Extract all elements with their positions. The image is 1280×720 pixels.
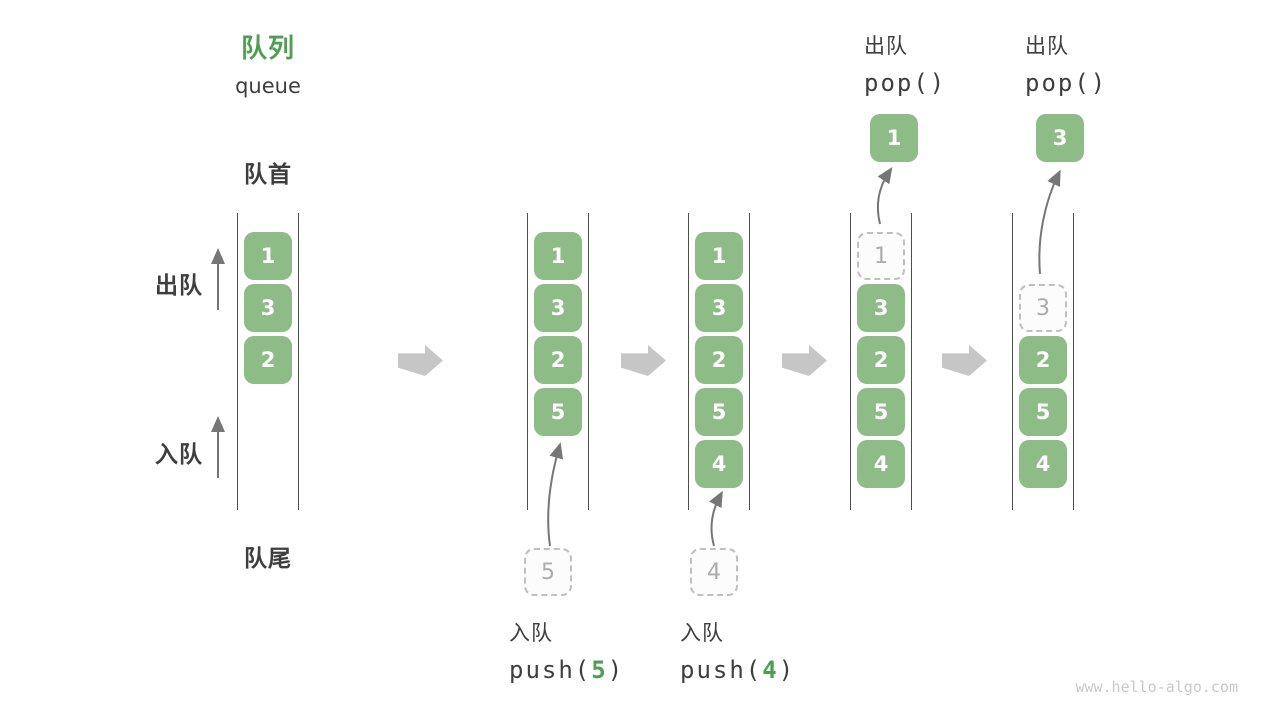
queue-cell: 5: [857, 388, 905, 436]
queue-container-1: [237, 213, 299, 510]
queue-container-3: [688, 213, 750, 510]
queue-cell: 2: [1019, 336, 1067, 384]
queue-cell: 5: [1019, 388, 1067, 436]
queue-cell: 2: [244, 336, 292, 384]
popped-slot-1: 1: [857, 232, 905, 280]
transition-arrow-4: [942, 345, 987, 376]
op-enqueue-4: 入队 push(4): [680, 617, 795, 684]
queue-cell: 1: [534, 232, 582, 280]
title-en: queue: [235, 74, 301, 98]
queue-cell: 3: [857, 284, 905, 332]
queue-cell: 2: [534, 336, 582, 384]
label-dequeue-side: 出队: [155, 273, 203, 299]
queue-cell: 4: [1019, 440, 1067, 488]
queue-cell: 4: [695, 440, 743, 488]
op-enqueue-5-label: 入队: [509, 621, 553, 645]
op-dequeue-3: 出队 pop(): [1025, 30, 1107, 97]
popped-value-3: 3: [1036, 114, 1084, 162]
code-fn: push(: [680, 656, 763, 684]
op-enqueue-5: 入队 push(5): [509, 617, 624, 684]
queue-cell: 4: [857, 440, 905, 488]
popped-slot-3: 3: [1019, 284, 1067, 332]
op-enqueue-5-code: push(5): [509, 656, 624, 684]
label-queue-front: 队首: [244, 162, 292, 188]
watermark: www.hello-algo.com: [1075, 678, 1238, 696]
queue-cell: 2: [695, 336, 743, 384]
op-dequeue-1: 出队 pop(): [864, 30, 946, 97]
op-dequeue-1-label: 出队: [864, 34, 908, 58]
queue-cell: 1: [695, 232, 743, 280]
code-arg: 5: [591, 656, 608, 684]
queue-container-4: [850, 213, 912, 510]
op-dequeue-3-code: pop(): [1025, 69, 1108, 97]
queue-cell: 5: [695, 388, 743, 436]
queue-cell: 3: [534, 284, 582, 332]
op-enqueue-4-label: 入队: [680, 621, 724, 645]
code-fn: push(: [509, 656, 592, 684]
queue-cell: 3: [695, 284, 743, 332]
transition-arrow-2: [621, 345, 666, 376]
queue-cell: 3: [244, 284, 292, 332]
code-arg: 4: [762, 656, 779, 684]
label-queue-rear: 队尾: [244, 546, 292, 572]
label-enqueue-side: 入队: [155, 442, 203, 468]
queue-cell: 5: [534, 388, 582, 436]
incoming-cell-5: 5: [524, 548, 572, 596]
transition-arrow-3: [782, 345, 827, 376]
op-enqueue-4-code: push(4): [680, 656, 795, 684]
op-dequeue-1-code: pop(): [864, 69, 947, 97]
incoming-cell-4: 4: [690, 548, 738, 596]
queue-container-2: [527, 213, 589, 510]
title-block: 队列 queue: [224, 28, 312, 98]
popped-value-1: 1: [870, 114, 918, 162]
queue-container-5: [1012, 213, 1074, 510]
queue-cell: 1: [244, 232, 292, 280]
title-zh: 队列: [240, 34, 295, 64]
code-close: ): [778, 656, 796, 684]
code-close: ): [607, 656, 625, 684]
transition-arrow-1: [398, 345, 443, 376]
queue-cell: 2: [857, 336, 905, 384]
op-dequeue-3-label: 出队: [1025, 34, 1069, 58]
